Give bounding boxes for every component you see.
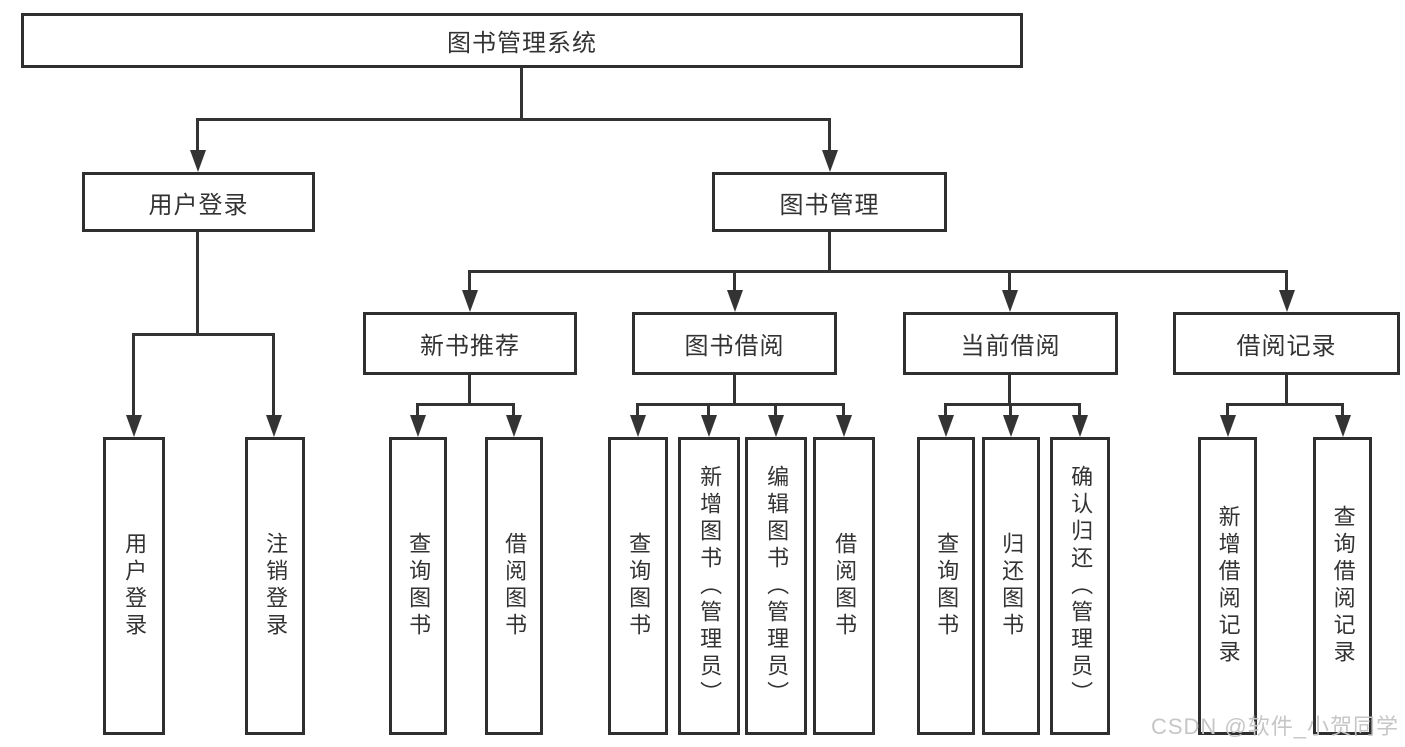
arrowhead <box>768 415 784 437</box>
leaf-return-book: 归还图书 <box>982 437 1040 735</box>
connector-drop <box>1008 270 1011 292</box>
connector-drop <box>1285 270 1288 292</box>
arrowhead <box>836 415 852 437</box>
node-label: 图书借阅 <box>684 333 785 360</box>
connector-stem <box>1285 375 1288 405</box>
connector-user-branch <box>132 333 275 336</box>
connector-user-stem <box>196 232 199 335</box>
leaf-label: 查询借阅记录 <box>1330 505 1356 667</box>
node-label: 新书推荐 <box>420 333 520 360</box>
node-book-borrow: 图书借阅 <box>632 312 837 375</box>
arrowhead <box>1072 415 1088 437</box>
arrowhead <box>190 150 206 172</box>
arrowhead <box>822 150 838 172</box>
connector-stem <box>468 375 471 405</box>
node-label: 用户登录 <box>148 191 249 219</box>
leaf-label: 查询图书 <box>934 532 960 640</box>
leaf-confirm-return-admin: 确认归还（管理员） <box>1050 437 1110 735</box>
connector-drop-user-login <box>196 118 199 152</box>
leaf-label: 查询图书 <box>406 532 432 640</box>
node-user-login: 用户登录 <box>82 172 315 232</box>
leaf-query-books-3: 查询图书 <box>917 437 975 735</box>
connector-drop <box>1009 403 1012 417</box>
leaf-label: 归还图书 <box>999 532 1025 640</box>
connector-branch <box>416 403 515 406</box>
node-current-borrow: 当前借阅 <box>903 312 1118 375</box>
connector-drop <box>1341 403 1344 417</box>
connector-drop-book-mgmt <box>828 118 831 152</box>
arrowhead <box>1220 415 1236 437</box>
node-label: 图书管理 <box>779 191 880 219</box>
arrowhead <box>727 290 743 312</box>
connector-drop <box>132 333 135 417</box>
leaf-borrow-books-1: 借阅图书 <box>485 437 543 735</box>
leaf-label: 借阅图书 <box>832 532 858 640</box>
arrowhead <box>1279 290 1295 312</box>
connector-drop <box>512 403 515 417</box>
node-label: 借阅记录 <box>1236 333 1337 360</box>
connector-level2-branch <box>196 118 831 121</box>
leaf-label: 确认归还（管理员） <box>1068 464 1094 708</box>
leaf-logout: 注销登录 <box>245 437 305 735</box>
arrowhead <box>1335 415 1351 437</box>
leaf-label: 借阅图书 <box>502 532 528 640</box>
connector-mgmt-stem <box>828 232 831 272</box>
connector-drop <box>416 403 419 417</box>
leaf-label: 查询图书 <box>626 532 652 640</box>
connector-branch <box>636 403 845 406</box>
connector-stem <box>1008 375 1011 405</box>
connector-drop <box>468 270 471 292</box>
arrowhead <box>266 415 282 437</box>
connector-drop <box>707 403 710 417</box>
node-label: 当前借阅 <box>960 333 1061 360</box>
arrowhead <box>630 415 646 437</box>
leaf-query-borrow-record: 查询借阅记录 <box>1313 437 1372 735</box>
connector-drop <box>842 403 845 417</box>
leaf-query-books-2: 查询图书 <box>608 437 668 735</box>
leaf-label: 新增借阅记录 <box>1215 505 1241 667</box>
connector-drop <box>636 403 639 417</box>
node-new-book-recommend: 新书推荐 <box>363 312 577 375</box>
connector-drop <box>272 333 275 417</box>
leaf-edit-book-admin: 编辑图书（管理员） <box>745 437 807 735</box>
leaf-label: 新增图书（管理员） <box>697 464 723 708</box>
connector-branch <box>944 403 1081 406</box>
csdn-watermark: CSDN @软件_小贺同学 <box>1150 714 1399 739</box>
arrowhead <box>410 415 426 437</box>
leaf-label: 编辑图书（管理员） <box>764 464 790 708</box>
connector-drop <box>733 270 736 292</box>
leaf-borrow-books-2: 借阅图书 <box>813 437 875 735</box>
leaf-query-books-1: 查询图书 <box>389 437 447 735</box>
leaf-add-borrow-record: 新增借阅记录 <box>1198 437 1257 735</box>
leaf-label: 注销登录 <box>263 532 289 640</box>
connector-root-stem <box>520 68 523 120</box>
connector-branch <box>1226 403 1344 406</box>
leaf-user-login: 用户登录 <box>103 437 165 735</box>
arrowhead <box>1002 290 1018 312</box>
connector-level3-branch <box>468 270 1288 273</box>
arrowhead <box>938 415 954 437</box>
connector-drop <box>944 403 947 417</box>
connector-drop <box>1226 403 1229 417</box>
node-borrow-records: 借阅记录 <box>1173 312 1400 375</box>
arrowhead <box>126 415 142 437</box>
node-library-system: 图书管理系统 <box>21 13 1023 68</box>
arrowhead <box>701 415 717 437</box>
arrowhead <box>462 290 478 312</box>
arrowhead <box>506 415 522 437</box>
leaf-label: 用户登录 <box>122 532 148 640</box>
node-label: 图书管理系统 <box>447 30 597 57</box>
node-book-management: 图书管理 <box>712 172 947 232</box>
connector-drop <box>774 403 777 417</box>
leaf-add-book-admin: 新增图书（管理员） <box>678 437 740 735</box>
connector-stem <box>733 375 736 405</box>
connector-drop <box>1078 403 1081 417</box>
arrowhead <box>1003 415 1019 437</box>
